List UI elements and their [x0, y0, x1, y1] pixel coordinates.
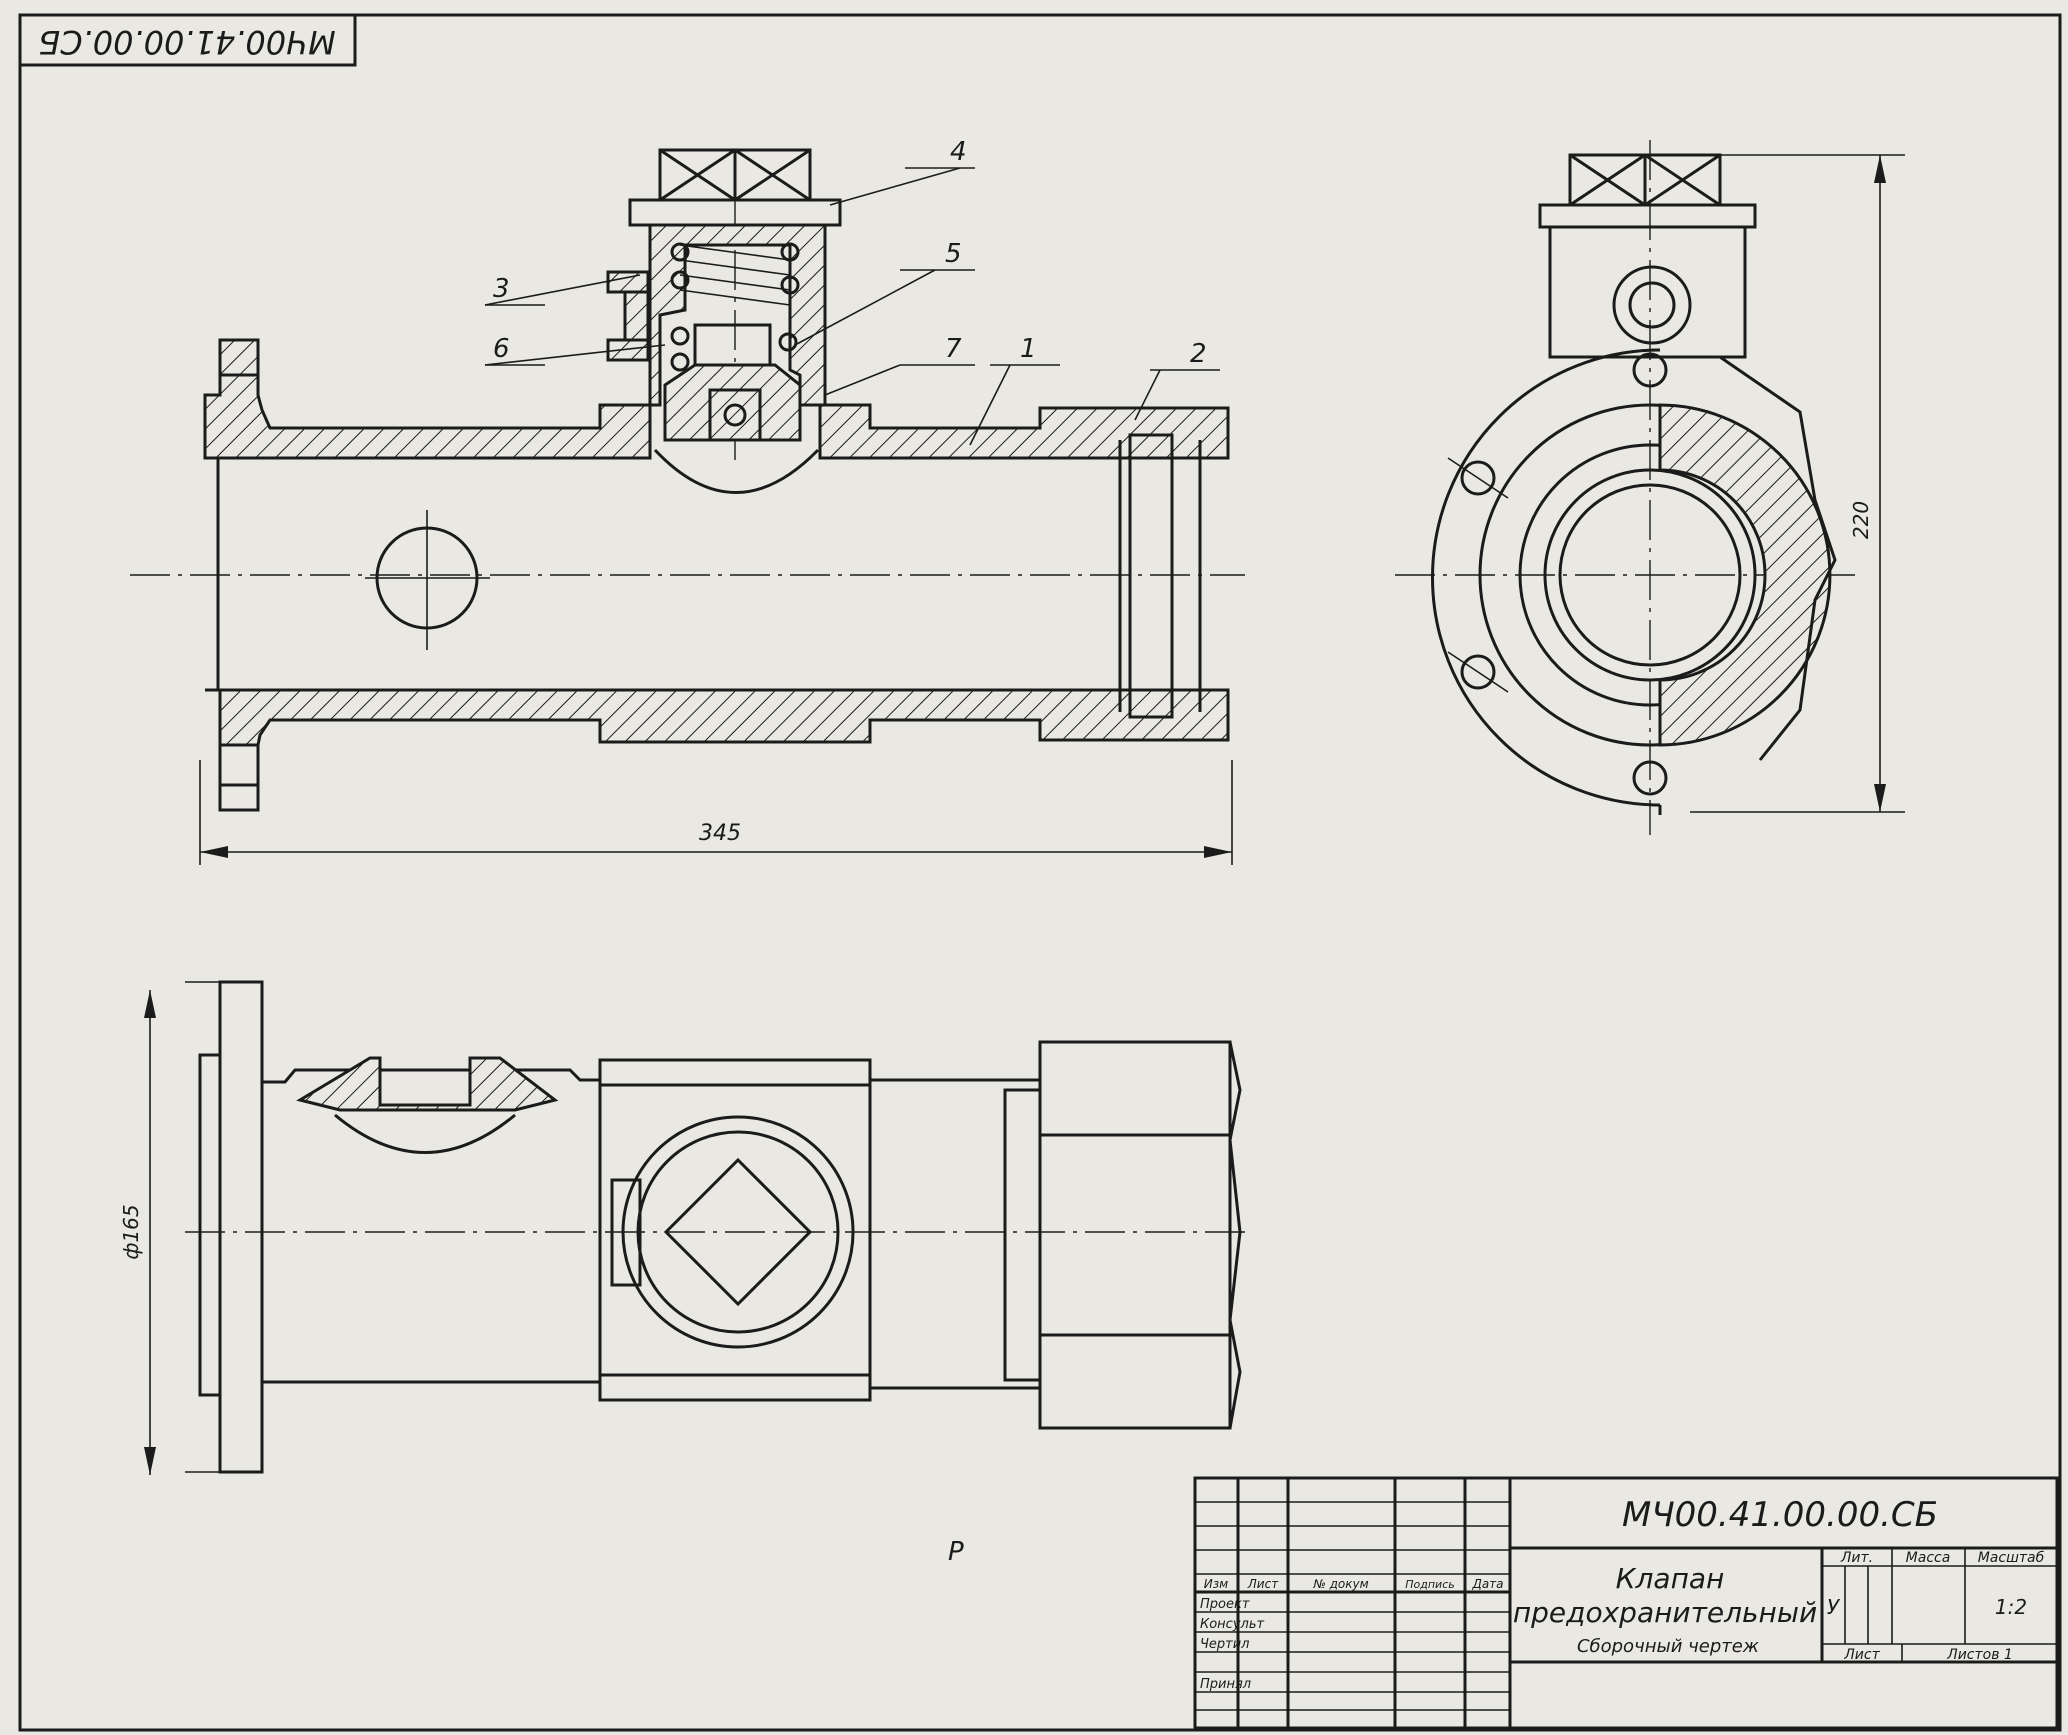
title-block: Изм Лист № докум Подпись Дата Проект Кон… [1193, 1476, 2059, 1730]
leader-1: 1 [1020, 334, 1037, 364]
title-col-sign: Подпись [1405, 1578, 1454, 1591]
title-code: МЧ00.41.00.00.СБ [1622, 1495, 1938, 1535]
title-col-izm: Изм [1204, 1577, 1228, 1591]
title-scale-header: Масштаб [1978, 1550, 2045, 1566]
leader-7: 7 [945, 334, 962, 364]
title-name-line1: Клапан [1616, 1562, 1725, 1595]
title-col-ndoc: № докум [1312, 1577, 1368, 1591]
title-sheets-label: Листов 1 [1946, 1647, 2013, 1663]
leader-6: 6 [493, 334, 510, 364]
title-row-accepted: Принял [1200, 1677, 1251, 1692]
top-view: ф165 [119, 980, 1245, 1475]
title-lit-value: У [1827, 1595, 1841, 1619]
side-view: 220 [1395, 140, 1905, 835]
dimension-diameter: ф165 [119, 1204, 143, 1259]
leader-4: 4 [950, 137, 967, 167]
title-col-list: Лист [1247, 1577, 1279, 1591]
leader-2: 2 [1190, 339, 1207, 369]
dimension-height: 220 [1849, 501, 1873, 539]
front-section-view: 345 [130, 148, 1245, 865]
title-row-project: Проект [1200, 1597, 1250, 1612]
drawing-frame [18, 13, 2062, 1732]
stray-mark: Р [948, 1537, 964, 1567]
drawing-code-stamp-text: МЧ00.41.00.00.СБ [38, 23, 335, 61]
title-mass-header: Масса [1906, 1550, 1951, 1566]
title-sheet-label: Лист [1843, 1647, 1880, 1663]
title-lit-header: Лит. [1840, 1550, 1873, 1566]
dimension-length: 345 [699, 821, 741, 846]
leader-5: 5 [945, 239, 962, 269]
title-scale-value: 1:2 [1995, 1595, 2027, 1619]
title-col-date: Дата [1471, 1577, 1503, 1591]
drawing-code-stamp: МЧ00.41.00.00.СБ [18, 13, 357, 67]
title-name-line2: предохранительный [1513, 1596, 1817, 1629]
title-doc-type: Сборочный чертеж [1577, 1636, 1760, 1657]
title-row-drawn: Чертил [1200, 1637, 1250, 1652]
title-row-consult: Консульт [1200, 1617, 1264, 1632]
part-leaders: 4 5 7 1 2 3 6 [484, 137, 1220, 446]
leader-3: 3 [493, 274, 510, 304]
